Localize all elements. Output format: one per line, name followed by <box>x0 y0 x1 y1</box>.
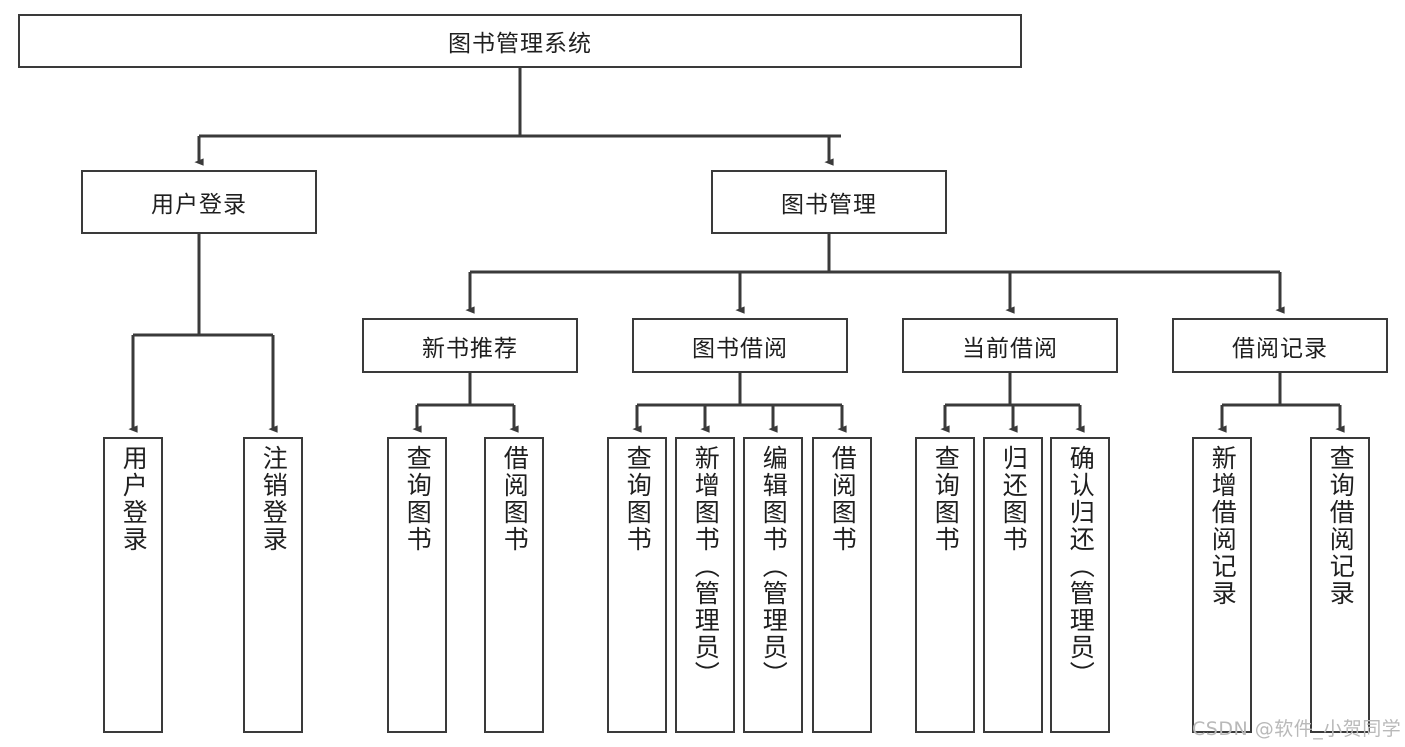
node-leaf-logout-label: 注销登录 <box>259 445 289 553</box>
node-book-management[interactable]: 图书管理 <box>711 170 947 234</box>
node-leaf-query-book-3[interactable]: 查询图书 <box>915 437 975 733</box>
node-leaf-add-borrow-record[interactable]: 新增借阅记录 <box>1192 437 1252 733</box>
node-leaf-add-book[interactable]: 新增图书（管理员） <box>675 437 735 733</box>
node-leaf-borrow-book-1-label: 借阅图书 <box>500 445 530 553</box>
node-leaf-edit-book-label: 编辑图书（管理员） <box>759 445 789 688</box>
node-leaf-add-borrow-record-label: 新增借阅记录 <box>1208 445 1238 607</box>
node-leaf-query-borrow-record[interactable]: 查询借阅记录 <box>1310 437 1370 733</box>
node-leaf-confirm-return-label: 确认归还（管理员） <box>1066 445 1096 688</box>
node-new-book-recommend-label: 新书推荐 <box>422 335 518 362</box>
node-leaf-add-book-label: 新增图书（管理员） <box>691 445 721 688</box>
node-book-borrow-label: 图书借阅 <box>692 335 788 362</box>
node-borrow-record-label: 借阅记录 <box>1232 335 1328 362</box>
node-current-borrow[interactable]: 当前借阅 <box>902 318 1118 373</box>
node-borrow-record[interactable]: 借阅记录 <box>1172 318 1388 373</box>
node-leaf-return-book-label: 归还图书 <box>999 445 1029 553</box>
node-leaf-logout[interactable]: 注销登录 <box>243 437 303 733</box>
node-leaf-query-book-1[interactable]: 查询图书 <box>387 437 447 733</box>
node-leaf-user-login-label: 用户登录 <box>119 445 149 553</box>
node-leaf-borrow-book-2[interactable]: 借阅图书 <box>812 437 872 733</box>
node-leaf-borrow-book-1[interactable]: 借阅图书 <box>484 437 544 733</box>
node-new-book-recommend[interactable]: 新书推荐 <box>362 318 578 373</box>
node-leaf-query-book-1-label: 查询图书 <box>403 445 433 553</box>
node-leaf-borrow-book-2-label: 借阅图书 <box>828 445 858 553</box>
node-leaf-query-borrow-record-label: 查询借阅记录 <box>1326 445 1356 607</box>
node-leaf-confirm-return[interactable]: 确认归还（管理员） <box>1050 437 1110 733</box>
node-leaf-edit-book[interactable]: 编辑图书（管理员） <box>743 437 803 733</box>
node-root[interactable]: 图书管理系统 <box>18 14 1022 68</box>
node-root-label: 图书管理系统 <box>448 31 592 57</box>
node-leaf-user-login[interactable]: 用户登录 <box>103 437 163 733</box>
csdn-watermark: CSDN @软件_小贺同学 <box>1192 718 1402 740</box>
node-leaf-query-book-3-label: 查询图书 <box>931 445 961 553</box>
node-user-login[interactable]: 用户登录 <box>81 170 317 234</box>
node-current-borrow-label: 当前借阅 <box>962 335 1058 362</box>
node-leaf-query-book-2[interactable]: 查询图书 <box>607 437 667 733</box>
node-leaf-return-book[interactable]: 归还图书 <box>983 437 1043 733</box>
node-leaf-query-book-2-label: 查询图书 <box>623 445 653 553</box>
node-book-management-label: 图书管理 <box>781 192 877 218</box>
node-user-login-label: 用户登录 <box>151 192 247 218</box>
node-book-borrow[interactable]: 图书借阅 <box>632 318 848 373</box>
